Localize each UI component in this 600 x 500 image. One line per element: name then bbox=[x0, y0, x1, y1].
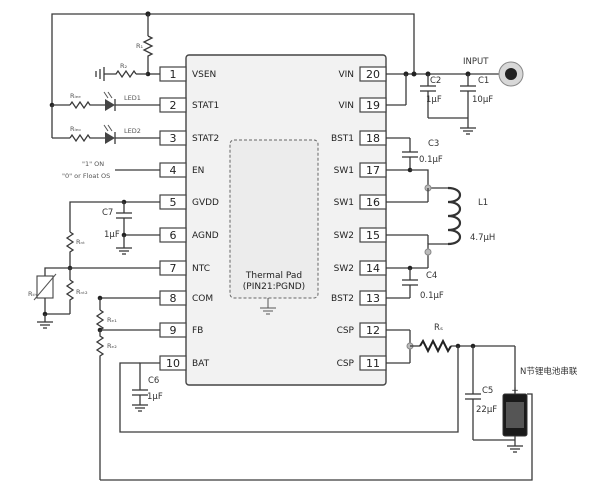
pin-name: EN bbox=[192, 166, 204, 176]
pin-8: 8 COM bbox=[159, 290, 213, 306]
pin-13: 13 BST2 bbox=[331, 290, 387, 306]
pin-17: 17 SW1 bbox=[334, 162, 387, 178]
pin-number: 10 bbox=[166, 357, 180, 370]
c3-value: 0.1µF bbox=[419, 155, 443, 165]
c5-label: C5 bbox=[482, 386, 493, 396]
pin-number: 14 bbox=[366, 262, 380, 275]
pin-name: COM bbox=[192, 294, 213, 304]
battery-label: N节锂电池串联 bbox=[520, 366, 578, 377]
pin-name: CSP bbox=[337, 326, 355, 336]
r-fb-bot-label: Rₑ₂ bbox=[107, 342, 117, 350]
pin-4: 4 EN bbox=[159, 162, 204, 178]
r-led2-label: Rₗₑₒ bbox=[70, 125, 81, 133]
pin-12: 12 CSP bbox=[337, 322, 387, 338]
pin-16: 16 SW1 bbox=[334, 194, 387, 210]
pin-name: VSEN bbox=[192, 70, 216, 80]
pin-14: 14 SW2 bbox=[334, 260, 387, 276]
en-note-off: "0" or Float OS bbox=[62, 172, 110, 180]
pin-number: 15 bbox=[366, 229, 380, 242]
pin-name: GVDD bbox=[192, 198, 219, 208]
pin-name: FB bbox=[192, 326, 203, 336]
pin-name: BST2 bbox=[331, 294, 354, 304]
pin-9: 9 FB bbox=[159, 322, 203, 338]
pin-number: 16 bbox=[366, 196, 380, 209]
pin-number: 7 bbox=[170, 262, 177, 275]
l1-label: L1 bbox=[478, 198, 488, 208]
input-label: INPUT bbox=[463, 57, 489, 67]
pin-number: 5 bbox=[170, 196, 177, 209]
pin-number: 4 bbox=[170, 164, 177, 177]
pin-number: 18 bbox=[366, 132, 380, 145]
pin-name: VIN bbox=[338, 101, 354, 111]
pin-number: 20 bbox=[366, 68, 380, 81]
pin-number: 9 bbox=[170, 324, 177, 337]
pin-name: AGND bbox=[192, 231, 219, 241]
c1-label: C1 bbox=[478, 76, 489, 86]
pin-name: SW1 bbox=[334, 166, 354, 176]
pin-number: 12 bbox=[366, 324, 380, 337]
pin-number: 2 bbox=[170, 99, 177, 112]
pin-name: NTC bbox=[192, 264, 210, 274]
led1-label: LED1 bbox=[124, 94, 141, 102]
pin-number: 13 bbox=[366, 292, 380, 305]
thermal-pad-label: Thermal Pad bbox=[245, 271, 302, 281]
pin-name: SW2 bbox=[334, 231, 354, 241]
c4-value: 0.1µF bbox=[420, 291, 444, 301]
r-ntc-bot-label: Rₙₜ₂ bbox=[76, 288, 88, 296]
c2-label: C2 bbox=[430, 76, 441, 86]
c7-label: C7 bbox=[102, 208, 113, 218]
c6-label: C6 bbox=[148, 376, 159, 386]
pin-name: STAT2 bbox=[192, 134, 219, 144]
pin-18: 18 BST1 bbox=[331, 130, 387, 146]
svg-text:+: + bbox=[511, 386, 519, 396]
pin-2: 2 STAT1 bbox=[159, 97, 219, 113]
pin-name: BST1 bbox=[331, 134, 354, 144]
rs-label: Rₛ bbox=[434, 323, 443, 333]
pin-11: 11 CSP bbox=[337, 355, 387, 371]
c7-value: 1µF bbox=[104, 230, 120, 240]
pin-number: 6 bbox=[170, 229, 177, 242]
pin-number: 19 bbox=[366, 99, 380, 112]
pin-name: CSP bbox=[337, 359, 355, 369]
r-led1-label: Rₗₑₑ bbox=[70, 92, 81, 100]
r-ntc-top-label: Rₙₜ bbox=[76, 238, 85, 246]
r-vsen-side-label: R₂ bbox=[120, 62, 128, 70]
left-pins: 1 VSEN 2 STAT1 3 STAT2 4 EN 5 GVDD 6 AGND 7 NTC 8 COM 9 F… bbox=[159, 66, 219, 371]
l1-value: 4.7µH bbox=[470, 233, 495, 243]
led2-label: LED2 bbox=[124, 127, 141, 135]
pin-name: VIN bbox=[338, 70, 354, 80]
pin-1: 1 VSEN bbox=[159, 66, 216, 82]
pin-number: 1 bbox=[170, 68, 177, 81]
thermal-pad bbox=[229, 139, 319, 299]
r-ntc-therm-label: Rₜₕ bbox=[28, 290, 37, 298]
c3-label: C3 bbox=[428, 139, 439, 149]
pin-name: SW1 bbox=[334, 198, 354, 208]
pin-name: SW2 bbox=[334, 264, 354, 274]
pin-7: 7 NTC bbox=[159, 260, 210, 276]
pin-6: 6 AGND bbox=[159, 227, 219, 243]
en-note-on: "1" ON bbox=[82, 160, 104, 168]
pin-name: STAT1 bbox=[192, 101, 219, 111]
pin-name: BAT bbox=[192, 359, 210, 369]
r-fb-top-label: Rₑ₁ bbox=[107, 316, 117, 324]
c1-value: 10µF bbox=[472, 95, 493, 105]
pin-number: 11 bbox=[366, 357, 380, 370]
pin-20: 20 VIN bbox=[338, 66, 387, 82]
pin-number: 8 bbox=[170, 292, 177, 305]
c5-value: 22µF bbox=[476, 405, 497, 415]
pin-15: 15 SW2 bbox=[334, 227, 387, 243]
r-vsen-top-label: R₁ bbox=[136, 42, 144, 50]
pin-number: 17 bbox=[366, 164, 380, 177]
c4-label: C4 bbox=[426, 271, 437, 281]
pin-19: 19 VIN bbox=[338, 97, 387, 113]
pin-number: 3 bbox=[170, 132, 177, 145]
thermal-pad-sublabel: (PIN21:PGND) bbox=[243, 282, 305, 292]
pin-10: 10 BAT bbox=[159, 355, 210, 371]
c6-value: 1µF bbox=[147, 392, 163, 402]
c2-value: 1µF bbox=[426, 95, 442, 105]
